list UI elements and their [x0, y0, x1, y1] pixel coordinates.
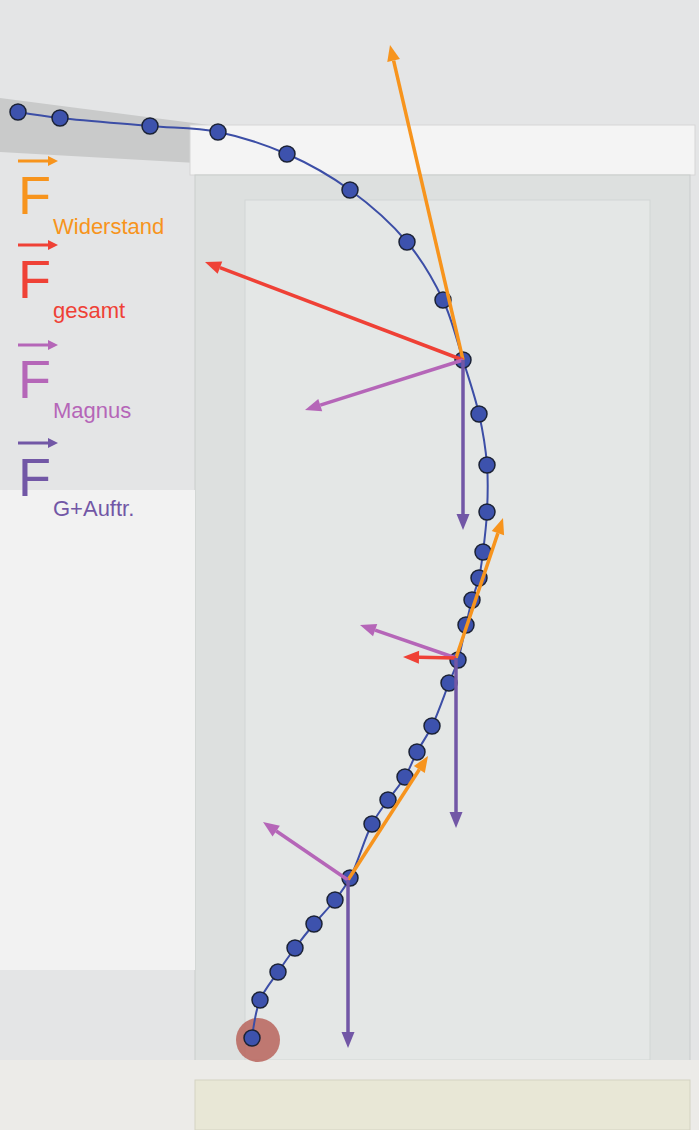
swatch-arrow-shaft	[18, 244, 48, 247]
legend-label: G+Auftr.	[53, 498, 134, 520]
vector-arrow-swatch	[16, 338, 60, 352]
force-vector-shaft	[461, 360, 465, 514]
force-vector	[360, 624, 456, 658]
force-vector-head	[342, 1032, 355, 1048]
force-vector-head	[305, 399, 322, 411]
tank-base	[195, 1080, 690, 1130]
force-vector-shaft	[394, 61, 463, 360]
force-symbol: F	[18, 168, 51, 222]
legend-label: Widerstand	[53, 216, 164, 238]
force-vector-shaft	[454, 658, 458, 812]
force-vector-shaft	[348, 769, 419, 880]
trajectory-point	[399, 234, 415, 250]
force-vector-head	[450, 812, 463, 828]
force-vector	[403, 651, 456, 664]
trajectory-point	[364, 816, 380, 832]
swatch-arrow-shaft	[18, 344, 48, 347]
force-symbol: F	[18, 450, 51, 504]
force-vector-shaft	[220, 268, 463, 360]
force-vector-shaft	[346, 880, 350, 1032]
swatch-arrow-head	[48, 340, 58, 350]
vector-arrow-swatch	[16, 154, 60, 168]
trajectory-point	[279, 146, 295, 162]
trajectory-line	[18, 112, 488, 1038]
trajectory-point	[471, 406, 487, 422]
trajectory-point	[479, 457, 495, 473]
force-vector-shaft	[320, 360, 463, 405]
force-vector	[456, 518, 504, 658]
legend-label: gesamt	[53, 300, 125, 322]
tank-back-wall	[245, 200, 650, 1060]
swatch-arrow-head	[48, 156, 58, 166]
force-symbol: F	[18, 352, 51, 406]
force-vector	[348, 756, 428, 880]
force-vector	[450, 658, 463, 828]
swatch-arrow-head	[48, 438, 58, 448]
force-vector-head	[263, 822, 280, 836]
ball	[236, 1018, 280, 1062]
force-symbol: F	[18, 252, 51, 306]
force-vector-head	[387, 45, 400, 62]
force-vector-head	[414, 756, 428, 773]
force-vector	[305, 360, 463, 411]
force-vector	[263, 822, 348, 880]
trajectory-point	[327, 892, 343, 908]
legend-label: Magnus	[53, 400, 131, 422]
force-vector	[457, 360, 470, 530]
force-vector-head	[360, 624, 377, 636]
force-vector-shaft	[419, 656, 456, 660]
force-vector-head	[457, 514, 470, 530]
swatch-arrow-shaft	[18, 442, 48, 445]
swatch-arrow-shaft	[18, 160, 48, 163]
trajectory-point	[52, 110, 68, 126]
vector-arrow-swatch	[16, 238, 60, 252]
vector-arrow-swatch	[16, 436, 60, 450]
trajectory-point	[306, 916, 322, 932]
trajectory-point	[287, 940, 303, 956]
force-vector	[387, 45, 463, 360]
force-vector-head	[403, 651, 419, 664]
floor	[0, 1060, 699, 1130]
trajectory-point	[210, 124, 226, 140]
trajectory-point	[479, 504, 495, 520]
force-vector-head	[205, 262, 222, 274]
trajectory-point	[252, 992, 268, 1008]
trajectory-point	[342, 182, 358, 198]
force-vector-head	[492, 518, 504, 535]
trajectory-point	[409, 744, 425, 760]
force-vector-shaft	[276, 831, 348, 880]
white-panel	[0, 490, 195, 970]
force-vector	[342, 880, 355, 1048]
trajectory-point	[270, 964, 286, 980]
water-tank	[195, 175, 690, 1080]
trajectory-point	[424, 718, 440, 734]
trajectory-point	[10, 104, 26, 120]
force-vector-shaft	[456, 533, 498, 658]
trajectory-point	[142, 118, 158, 134]
force-vector	[205, 262, 463, 360]
trajectory-point	[244, 1030, 260, 1046]
swatch-arrow-head	[48, 240, 58, 250]
trajectory-point	[380, 792, 396, 808]
tank-lid	[190, 125, 695, 175]
